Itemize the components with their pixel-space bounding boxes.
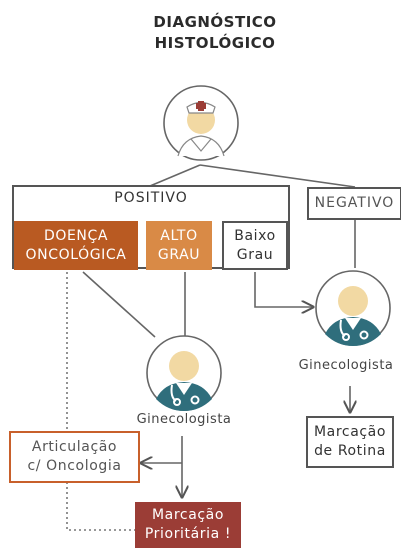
nurse-icon bbox=[161, 83, 241, 163]
doenca-oncologica-box: DOENÇA ONCOLÓGICA bbox=[14, 221, 138, 270]
negativo-label: NEGATIVO bbox=[314, 195, 395, 211]
doctor-icon-left bbox=[144, 333, 224, 413]
prioritaria-line-2: Prioritária ! bbox=[144, 526, 232, 542]
ginecologista-label-right: Ginecologista bbox=[298, 358, 394, 373]
page-title: DIAGNÓSTICO HISTOLÓGICO bbox=[150, 12, 280, 54]
doenca-line-2: ONCOLÓGICA bbox=[25, 246, 127, 263]
articulacao-line-1: Articulação bbox=[31, 439, 118, 455]
alto-grau-box: ALTO GRAU bbox=[146, 221, 212, 270]
doctor-icon-right bbox=[313, 268, 393, 348]
positivo-label: POSITIVO bbox=[114, 190, 188, 206]
title-line-2: HISTOLÓGICO bbox=[154, 34, 276, 52]
articulacao-oncologia-box: Articulação c/ Oncologia bbox=[9, 431, 140, 483]
baixo-line-2: Grau bbox=[236, 246, 274, 263]
dotted-link-doenca-prioritaria bbox=[66, 272, 135, 531]
alto-line-1: ALTO bbox=[160, 227, 198, 244]
arrow-baixo-doctor bbox=[254, 272, 313, 307]
alto-line-2: GRAU bbox=[157, 246, 201, 263]
title-line-1: DIAGNÓSTICO bbox=[153, 13, 277, 31]
marcacao-prioritaria-box: Marcação Prioritária ! bbox=[135, 502, 241, 548]
line-nurse-positivo bbox=[149, 164, 201, 187]
marcacao-rotina-box: Marcação de Rotina bbox=[306, 416, 394, 468]
line-doenca-doctor bbox=[82, 271, 156, 338]
baixo-line-1: Baixo bbox=[234, 227, 276, 244]
baixo-grau-box: Baixo Grau bbox=[222, 221, 288, 270]
rotina-line-2: de Rotina bbox=[314, 443, 386, 459]
ginecologista-label-left: Ginecologista bbox=[136, 412, 232, 427]
rotina-line-1: Marcação bbox=[313, 424, 387, 440]
negativo-box: NEGATIVO bbox=[307, 187, 401, 220]
doenca-line-1: DOENÇA bbox=[43, 227, 109, 244]
prioritaria-line-1: Marcação bbox=[151, 507, 225, 523]
line-nurse-negativo bbox=[199, 164, 356, 188]
articulacao-line-2: c/ Oncologia bbox=[27, 458, 122, 474]
